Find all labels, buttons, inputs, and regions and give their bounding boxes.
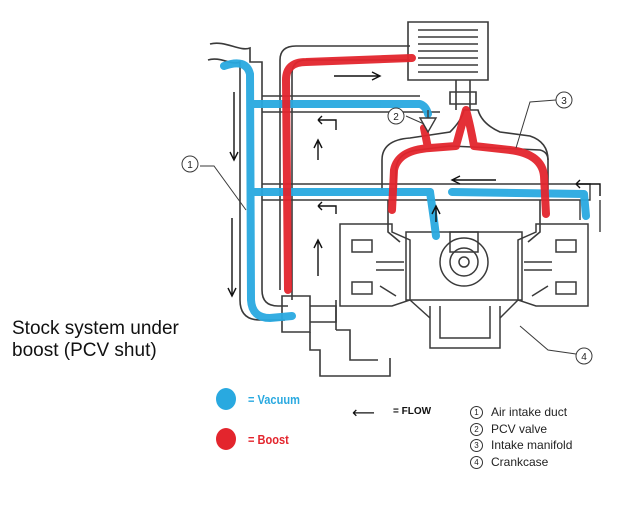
vacuum-swatch [216,388,236,410]
callout-4: 4 [581,352,587,363]
vacuum-lines-outline [262,95,601,232]
flow-arrows [227,71,601,298]
pcv-valve [418,110,438,134]
intake-manifold [381,109,549,243]
boost-swatch [216,428,236,450]
flow-legend-label: = FLOW [393,406,432,417]
diagram-caption: Stock system under boost (PCV shut) [12,318,179,361]
callout-leaders [200,99,577,355]
boost-legend-label: = Boost [248,432,289,447]
vacuum-legend-label: = Vacuum [248,392,300,407]
callout-circles [181,91,593,365]
engine-block [339,223,589,349]
air-intake-duct [207,42,391,377]
callout-numbers: 1 2 3 4 [187,96,587,363]
callout-1: 1 [187,160,193,171]
flow-arrow-icon: ⟵ [352,403,375,422]
boost-path [282,54,550,294]
callout-3: 3 [561,96,567,107]
callout-2: 2 [393,112,399,123]
